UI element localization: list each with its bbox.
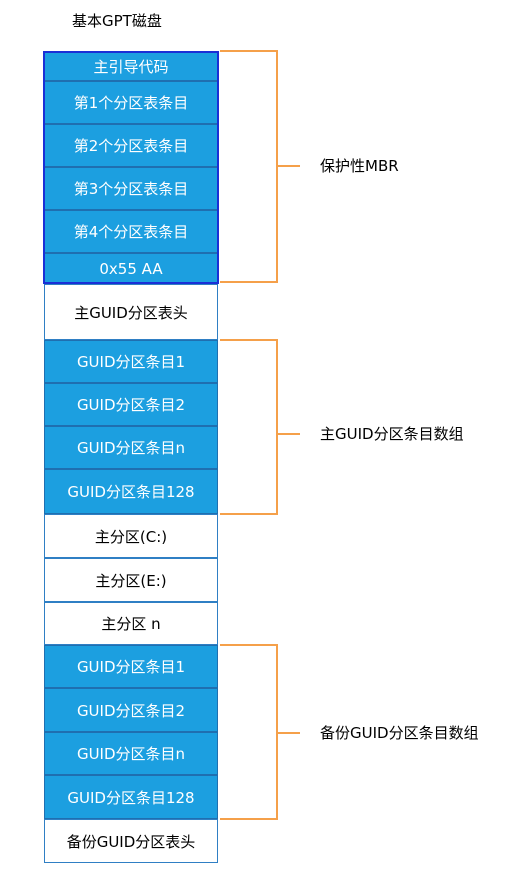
primary-guid-entry-2-cell: GUID分区条目2 [44,383,218,426]
partition-c-cell: 主分区(C:) [44,514,218,558]
primary-entries-brace [220,339,300,515]
backup-guid-entry-1-cell: GUID分区条目1 [44,645,218,688]
diagram-title: 基本GPT磁盘 [72,12,162,30]
primary-gpt-header-cell: 主GUID分区表头 [44,284,218,340]
primary-guid-entry-1-cell: GUID分区条目1 [44,340,218,383]
backup-entries-brace [220,644,300,820]
backup-guid-entry-128-cell: GUID分区条目128 [44,775,218,819]
protective-mbr-brace [220,50,300,283]
mbr-signature-cell: 0x55 AA [44,253,218,284]
primary-entries-label: 主GUID分区条目数组 [320,425,464,443]
backup-guid-entry-n-cell: GUID分区条目n [44,732,218,775]
protective-mbr-label: 保护性MBR [320,157,399,175]
mbr-partition-entry-2-cell: 第2个分区表条目 [44,124,218,167]
mbr-partition-entry-3-cell: 第3个分区表条目 [44,167,218,210]
primary-guid-entry-n-cell: GUID分区条目n [44,426,218,469]
partition-n-cell: 主分区 n [44,602,218,645]
mbr-partition-entry-4-cell: 第4个分区表条目 [44,210,218,253]
partition-e-cell: 主分区(E:) [44,558,218,602]
backup-entries-label: 备份GUID分区条目数组 [320,724,479,742]
backup-guid-entry-2-cell: GUID分区条目2 [44,688,218,732]
backup-gpt-header-cell: 备份GUID分区表头 [44,819,218,863]
primary-guid-entry-128-cell: GUID分区条目128 [44,469,218,514]
